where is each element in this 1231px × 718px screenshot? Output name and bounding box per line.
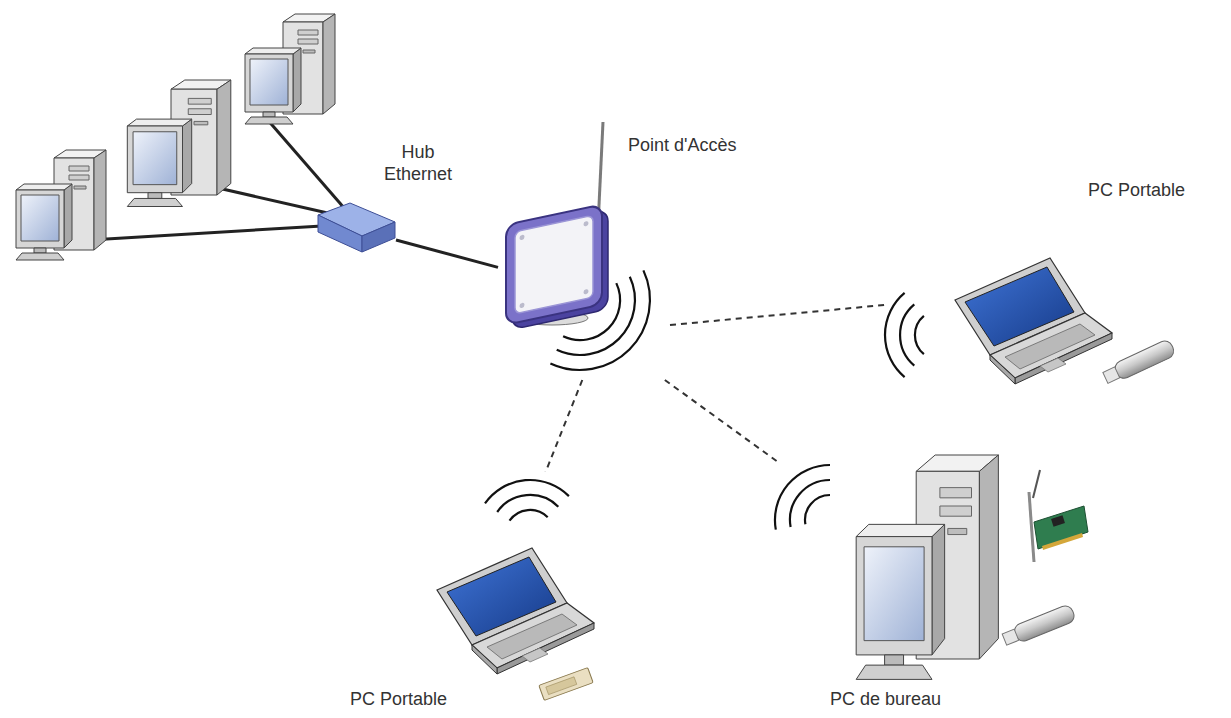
- hub-device: [318, 203, 395, 252]
- laptop-station: PC Portable: [430, 472, 600, 695]
- pci-wifi-card: [1029, 470, 1088, 562]
- pcmcia-card: [539, 668, 593, 701]
- radio-waves: [775, 465, 830, 530]
- wireless-link: [665, 380, 778, 462]
- desktop-computer: [856, 455, 998, 679]
- access-point-device: [506, 122, 608, 331]
- ethernet-hub: Hub Ethernet: [318, 203, 396, 253]
- access-point-device: [506, 203, 608, 331]
- desktop-station: PC de bureau: [765, 462, 1090, 690]
- radio-waves: [510, 510, 548, 521]
- access-point-device: [584, 289, 589, 295]
- radio-waves: [563, 283, 620, 340]
- hub-device: [362, 222, 395, 252]
- radio-waves: [550, 270, 650, 370]
- pci-wifi-card: [1051, 515, 1065, 526]
- usb-adapter: [1102, 338, 1177, 386]
- device-label: PC Portable: [350, 688, 447, 710]
- access-point-device: [520, 302, 525, 308]
- laptop-computer: [955, 258, 1112, 384]
- wireless-link: [546, 380, 583, 472]
- pci-wifi-card: [1033, 470, 1040, 498]
- device-label: Point d'Accès: [628, 134, 737, 156]
- radio-waves: [485, 270, 924, 529]
- access-point-device: [515, 215, 593, 314]
- pcmcia-card: [539, 668, 593, 701]
- access-point-device: [584, 221, 589, 227]
- radio-waves: [790, 480, 830, 527]
- access-point-device: [520, 234, 525, 240]
- pcmcia-card: [546, 677, 577, 695]
- ethernet-link: [396, 240, 498, 267]
- access-point-device: [506, 204, 602, 324]
- radio-waves: [485, 480, 569, 503]
- device-label: PC de bureau: [830, 688, 941, 710]
- pci-wifi-card: [1034, 506, 1088, 549]
- desktop-computer: [245, 14, 335, 124]
- ethernet-cable: [90, 226, 322, 240]
- device-label: Hub Ethernet: [380, 141, 456, 185]
- laptop-computer: [437, 548, 594, 674]
- usb-adapter: [1001, 604, 1076, 648]
- ethernet-cable: [266, 118, 345, 209]
- access-point: Point d'Accès: [498, 118, 670, 380]
- pci-wifi-card: [1042, 533, 1083, 550]
- desktop-computer: [127, 80, 231, 207]
- device-label: PC Portable: [1088, 179, 1185, 201]
- radio-waves: [900, 304, 914, 365]
- radio-waves: [557, 277, 635, 355]
- pci-wifi-card: [1029, 492, 1034, 562]
- wireless-link: [670, 305, 885, 325]
- hub-device: [318, 215, 362, 252]
- laptop-station: PC Portable: [885, 255, 1190, 390]
- radio-waves: [915, 316, 924, 354]
- desktop-computer: [16, 150, 106, 260]
- radio-waves: [885, 293, 905, 377]
- radio-waves: [497, 495, 558, 512]
- radio-waves: [805, 495, 830, 524]
